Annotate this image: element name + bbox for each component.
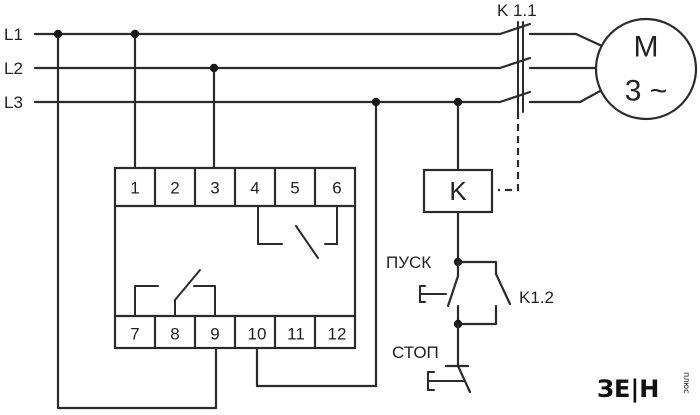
relay-contact-lower	[134, 269, 216, 317]
terminal-4: 4	[250, 179, 259, 198]
logo-side-text: плюс	[682, 372, 691, 393]
junction-dot	[209, 63, 219, 73]
start-button-label: ПУСК	[386, 253, 431, 272]
aux-contact-label: K1.2	[519, 288, 554, 307]
stop-button-label: СТОП	[392, 343, 439, 362]
terminal-10: 10	[248, 325, 267, 344]
supply-taps	[56, 32, 460, 410]
motor: M 3 ~	[594, 17, 698, 121]
coil-box	[422, 168, 494, 214]
terminal-12: 12	[328, 325, 347, 344]
relay-contact-upper	[257, 205, 338, 259]
junction-dot	[453, 97, 463, 107]
terminal-2: 2	[170, 179, 179, 198]
terminal-5: 5	[290, 179, 299, 198]
motor-symbol: M	[634, 31, 659, 64]
terminal-6: 6	[332, 179, 341, 198]
main-contacts-k1-1	[498, 21, 604, 113]
control-circuit	[419, 210, 512, 394]
terminal-3: 3	[210, 179, 219, 198]
terminal-7: 7	[130, 325, 139, 344]
line-label-l1: L1	[4, 25, 23, 44]
relay-module: 1 2 3 4 5 6 7 8 9 10 11 12	[113, 166, 357, 350]
terminal-1: 1	[130, 179, 139, 198]
logo-main-text: ЗЕ|Н	[597, 375, 659, 403]
coil-label: K	[449, 176, 467, 206]
junction-dot	[130, 29, 140, 39]
terminal-8: 8	[170, 325, 179, 344]
line-label-l2: L2	[4, 59, 23, 78]
contactor-coil: K	[422, 168, 494, 214]
junction-dot	[371, 97, 381, 107]
brand-logo: ЗЕ|Н плюс	[597, 372, 691, 403]
supply-lines	[33, 32, 502, 104]
line-label-l3: L3	[4, 93, 23, 112]
terminal-9: 9	[210, 325, 219, 344]
terminal-11: 11	[287, 325, 305, 344]
junction-dot	[53, 29, 63, 39]
motor-phase: 3 ~	[625, 75, 668, 108]
mechanical-linkage	[498, 112, 520, 192]
motor-circle	[594, 17, 698, 121]
main-contacts-label: K 1.1	[497, 1, 537, 20]
